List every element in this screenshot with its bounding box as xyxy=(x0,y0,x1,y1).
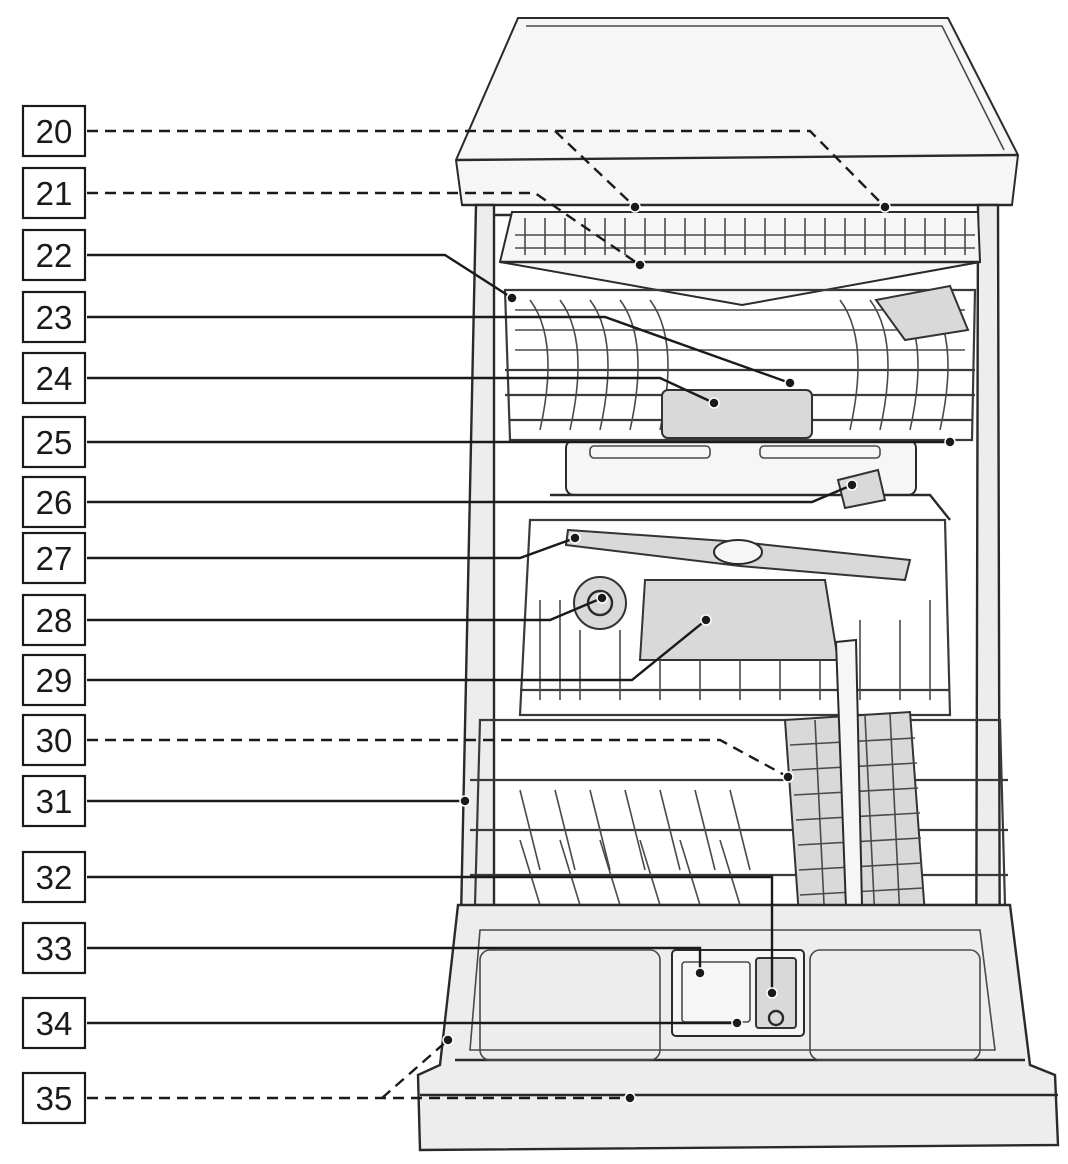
label-29: 29 xyxy=(21,614,712,707)
label-28: 28 xyxy=(21,592,608,647)
leader-dot-34 xyxy=(731,1017,743,1029)
label-text-23: 23 xyxy=(36,299,73,336)
leader-dot-29 xyxy=(700,614,712,626)
label-27: 27 xyxy=(21,531,581,585)
leader-line-21 xyxy=(87,191,641,266)
leader-line-28 xyxy=(87,596,603,622)
label-box-21 xyxy=(21,166,87,220)
label-text-20: 20 xyxy=(36,113,73,150)
label-box-31 xyxy=(21,774,87,828)
leader-line-27 xyxy=(87,536,576,560)
leader-dot-32 xyxy=(766,987,778,999)
leader-line-24 xyxy=(87,376,715,405)
label-30: 30 xyxy=(21,713,794,783)
label-box-30 xyxy=(21,713,87,767)
leader-dot-28 xyxy=(596,592,608,604)
leader-dot-26 xyxy=(846,479,858,491)
label-box-25 xyxy=(21,415,87,469)
leader-dot-30 xyxy=(782,771,794,783)
leader-dot-22 xyxy=(506,292,518,304)
leader-dot-25 xyxy=(944,436,956,448)
label-text-34: 34 xyxy=(36,1005,73,1042)
leader-line-20b xyxy=(555,129,886,208)
label-text-27: 27 xyxy=(36,540,73,577)
label-text-33: 33 xyxy=(36,930,73,967)
label-text-31: 31 xyxy=(36,783,73,820)
label-35: 35 xyxy=(21,1034,636,1125)
leader-line-29 xyxy=(87,619,707,682)
leader-line-32 xyxy=(87,875,774,993)
label-box-23 xyxy=(21,290,87,344)
label-text-22: 22 xyxy=(36,237,73,274)
leader-dot-24 xyxy=(708,397,720,409)
leader-line-26 xyxy=(87,483,853,504)
label-25: 25 xyxy=(21,415,956,469)
label-box-33 xyxy=(21,921,87,975)
leader-line-35b xyxy=(381,1039,449,1099)
label-box-27 xyxy=(21,531,87,585)
label-text-25: 25 xyxy=(36,424,73,461)
label-34: 34 xyxy=(21,996,743,1050)
callout-labels: 20 21 22 23 24 xyxy=(21,104,956,1125)
leader-line-23 xyxy=(87,315,791,385)
label-box-28 xyxy=(21,593,87,647)
worktop xyxy=(454,17,1020,207)
leader-line-33 xyxy=(87,946,702,973)
label-box-29 xyxy=(21,653,87,707)
label-box-32 xyxy=(21,850,87,904)
leader-dot-35a xyxy=(624,1092,636,1104)
dishwasher-illustration xyxy=(416,17,1060,1152)
label-33: 33 xyxy=(21,921,706,979)
label-text-26: 26 xyxy=(36,484,73,521)
label-26: 26 xyxy=(21,475,858,529)
label-22: 22 xyxy=(21,228,518,304)
label-text-28: 28 xyxy=(36,602,73,639)
label-text-29: 29 xyxy=(36,662,73,699)
leader-dot-35b xyxy=(442,1034,454,1046)
leader-dot-27 xyxy=(569,532,581,544)
label-text-24: 24 xyxy=(36,360,73,397)
label-24: 24 xyxy=(21,351,720,409)
leader-line-30 xyxy=(87,738,789,779)
label-text-21: 21 xyxy=(36,175,73,212)
label-31: 31 xyxy=(21,774,471,828)
label-box-22 xyxy=(21,228,87,282)
leader-dot-33 xyxy=(694,967,706,979)
label-box-20 xyxy=(21,104,87,158)
label-text-30: 30 xyxy=(36,722,73,759)
label-21: 21 xyxy=(21,166,646,271)
label-20: 20 xyxy=(21,104,891,213)
leader-line-22 xyxy=(87,253,513,300)
label-text-32: 32 xyxy=(36,859,73,896)
leader-dot-31 xyxy=(459,795,471,807)
label-box-35 xyxy=(21,1071,87,1125)
label-box-34 xyxy=(21,996,87,1050)
leader-dot-20b xyxy=(879,201,891,213)
upper-basket xyxy=(503,284,977,442)
label-text-35: 35 xyxy=(36,1080,73,1117)
label-box-26 xyxy=(21,475,87,529)
leader-dot-21 xyxy=(634,259,646,271)
label-23: 23 xyxy=(21,290,796,389)
cutlery-drawer xyxy=(498,211,982,307)
leader-dot-20a xyxy=(629,201,641,213)
leader-dot-23 xyxy=(784,377,796,389)
lower-basket xyxy=(470,638,1008,932)
label-box-24 xyxy=(21,351,87,405)
label-32: 32 xyxy=(21,850,778,999)
